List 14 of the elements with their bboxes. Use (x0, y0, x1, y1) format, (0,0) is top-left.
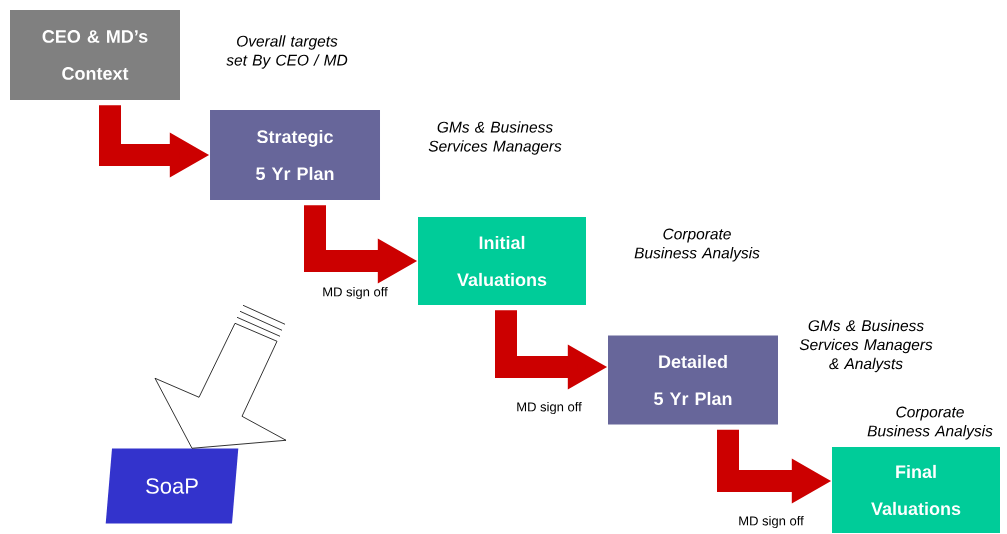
edge-label: MD sign off (517, 401, 582, 415)
parallelogram: SoaP (105, 448, 239, 524)
note-text: GMs & Business Services Managers (428, 121, 562, 155)
note-text: GMs & Business Services Managers & Analysts (799, 319, 933, 373)
process-box: Detailed 5 Yr Plan (608, 335, 778, 425)
process-box: Strategic 5 Yr Plan (210, 110, 380, 200)
edge-label: MD sign off (739, 515, 804, 529)
note-text: Overall targets set By CEO / MD (226, 35, 348, 69)
block-arrow (154, 322, 287, 449)
note-text: Corporate Business Analysis (634, 228, 760, 262)
edge-label: MD sign off (323, 286, 388, 300)
process-box: Final Valuations (832, 447, 1000, 533)
process-box: CEO & MD’s Context (10, 10, 180, 100)
process-box: Initial Valuations (418, 217, 586, 305)
